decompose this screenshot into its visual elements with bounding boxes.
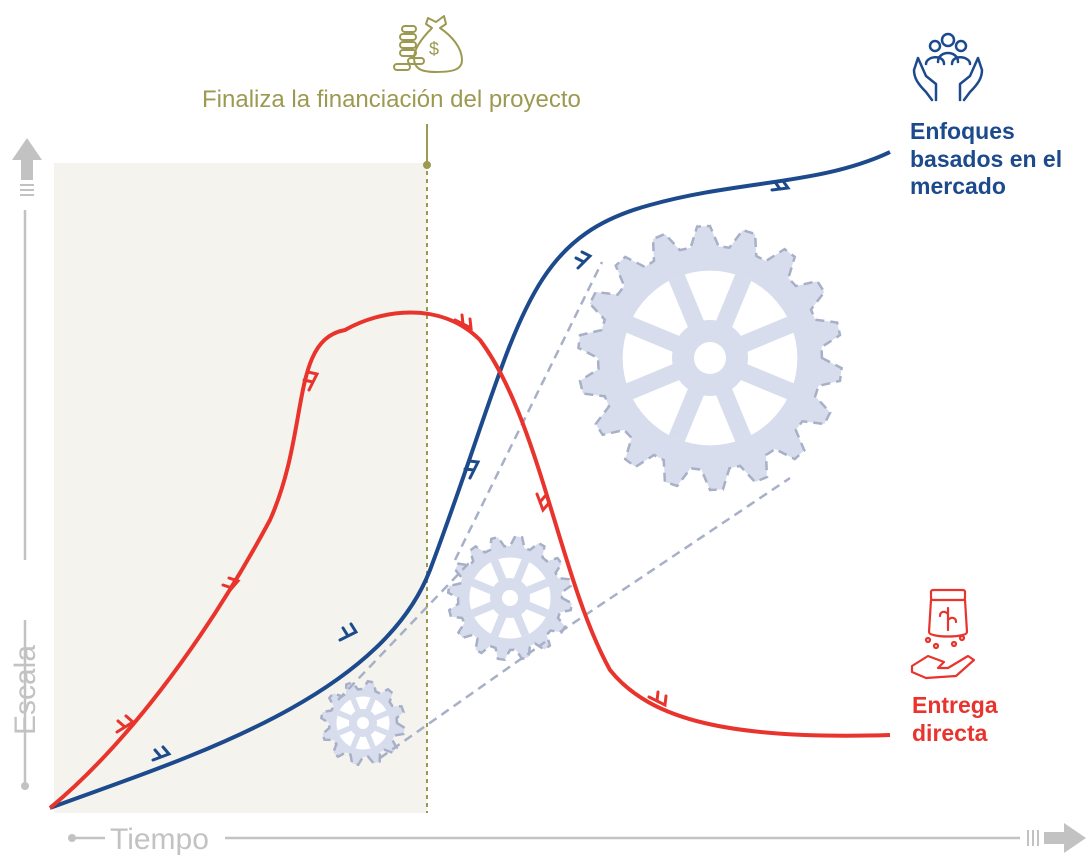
x-axis (68, 823, 1086, 853)
market-label-line: mercado (910, 173, 1006, 200)
y-axis (12, 138, 42, 790)
gear-small (319, 679, 407, 767)
funding-end-label: Finaliza la financiación del proyecto (202, 86, 581, 113)
gear-large (577, 224, 843, 492)
x-axis-label: Tiempo (110, 823, 209, 856)
y-axis-arrow (12, 138, 42, 180)
money-bag-coins-icon: $ (393, 15, 463, 73)
market-label-line: Enfoques (910, 118, 1015, 144)
market-approaches-label: Enfoques basados en el mercado (910, 118, 1062, 201)
hands-holding-people-icon (912, 32, 984, 102)
market-direction-markers (151, 179, 791, 762)
y-axis-label: Escala (9, 644, 42, 736)
direct-delivery-label: Entrega directa (912, 692, 998, 747)
hand-receiving-seeds-icon (910, 588, 976, 680)
gear-connector-lines (337, 261, 791, 760)
direct-label-line: directa (912, 719, 988, 746)
funding-callout-dot (423, 161, 431, 169)
svg-text:$: $ (429, 39, 439, 59)
direct-direction-markers (115, 313, 668, 734)
x-axis-arrow (1044, 823, 1086, 853)
y-axis-label-wrap: Escala (4, 640, 48, 740)
direct-entrega-curve (48, 310, 891, 810)
gear-medium (446, 534, 574, 662)
market-label-line: basados en el (910, 145, 1063, 172)
direct-label-line: Entrega (912, 692, 998, 718)
